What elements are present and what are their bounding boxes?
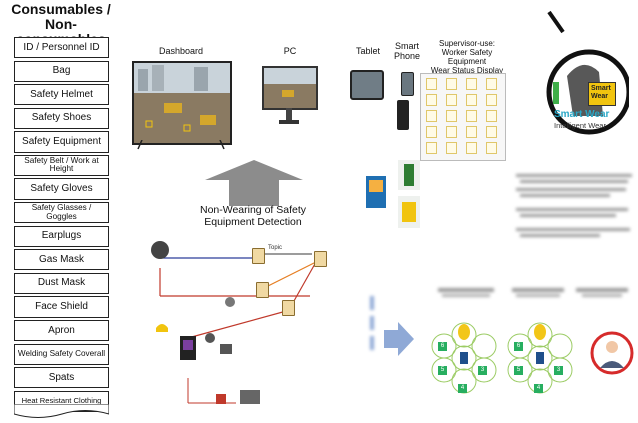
status-cell: [426, 126, 437, 138]
consumable-item: Gas Mask: [14, 249, 109, 271]
dashboard-label: Dashboard: [158, 46, 204, 56]
consumable-item: Bag: [14, 60, 109, 82]
status-cell: [446, 94, 457, 106]
smartphone-label: Smart Phone: [393, 41, 421, 61]
dashboard-scene-image: [134, 63, 230, 143]
server-icon-1: [252, 248, 265, 264]
group-chip: 6: [438, 342, 447, 351]
consumable-item: ID / Personnel ID: [14, 37, 109, 59]
status-cell: [446, 78, 457, 90]
list-bottom-wave: [14, 404, 109, 418]
status-cell: [446, 126, 457, 138]
smartphone-device: [401, 72, 414, 96]
group-chip: 4: [458, 384, 467, 393]
status-cell: [486, 94, 497, 106]
consumable-item: Safety Shoes: [14, 107, 109, 129]
consumable-item: Spats: [14, 367, 109, 389]
supervisor-label: Supervisor-use: Worker Safety Equipment …: [430, 39, 504, 75]
consumable-item: Safety Equipment: [14, 131, 109, 153]
smartwear-brand: Smart Wear: [554, 109, 610, 120]
server-icon-3: [256, 282, 269, 298]
blurred-group-headings: [438, 288, 628, 297]
smartwear-box: [366, 176, 386, 208]
wear-status-display: [420, 73, 506, 161]
notes-blurred: [516, 174, 632, 237]
network-diagram: [151, 241, 317, 404]
detection-label: Non-Wearing of Safety Equipment Detectio…: [199, 204, 307, 228]
topic-label: Topic: [268, 245, 283, 251]
status-cell: [426, 78, 437, 90]
server-icon-2: [314, 251, 327, 267]
status-cell: [426, 94, 437, 106]
status-cell: [466, 110, 477, 122]
group-chip: 6: [514, 342, 523, 351]
consumable-item: Apron: [14, 319, 109, 342]
pc-stand: [279, 108, 299, 124]
detection-up-arrow: [205, 160, 303, 206]
consumable-item: Face Shield: [14, 296, 109, 318]
group-chip: 3: [554, 366, 563, 375]
consumable-item: Dust Mask: [14, 272, 109, 294]
worker-group-2: [507, 322, 573, 394]
smartwatch-device: [397, 100, 409, 130]
status-cell: [466, 94, 477, 106]
status-cell: [446, 110, 457, 122]
consumable-item: Welding Safety Coverall: [14, 343, 109, 365]
consumable-item: Safety Helmet: [14, 84, 109, 106]
status-cell: [486, 126, 497, 138]
status-cell: [466, 142, 477, 154]
smartwear-subtitle: Intelligent Wear: [554, 121, 606, 130]
group-chip: 4: [534, 384, 543, 393]
smartwear-thumbnails: [398, 160, 420, 228]
status-cell: [486, 110, 497, 122]
status-cell: [486, 78, 497, 90]
status-cell: [446, 142, 457, 154]
worker-group-1: [431, 322, 497, 394]
blurred-label-strip: [370, 296, 374, 350]
dashboard-monitor: [132, 61, 232, 145]
group-chip: 5: [438, 366, 447, 375]
tablet-device: [350, 70, 384, 100]
group-chip: 3: [478, 366, 487, 375]
consumable-item: Safety Belt / Work at Height: [14, 154, 109, 177]
status-cell: [426, 110, 437, 122]
alert-person-icon: [590, 331, 634, 375]
status-cell: [426, 142, 437, 154]
status-cell: [486, 142, 497, 154]
status-cell: [466, 126, 477, 138]
dashboard-stand: [137, 140, 225, 150]
right-arrow: [384, 322, 414, 356]
tablet-label: Tablet: [355, 46, 381, 56]
consumable-item: Safety Glasses / Goggles: [14, 202, 109, 224]
pc-label: PC: [283, 46, 297, 56]
smartwear-badge: Smart Wear: [588, 82, 616, 106]
status-cell: [466, 78, 477, 90]
consumable-item: Earplugs: [14, 225, 109, 247]
server-icon-4: [282, 300, 295, 316]
consumable-item: Safety Gloves: [14, 178, 109, 200]
group-chip: 5: [514, 366, 523, 375]
pc-monitor: [262, 66, 318, 110]
